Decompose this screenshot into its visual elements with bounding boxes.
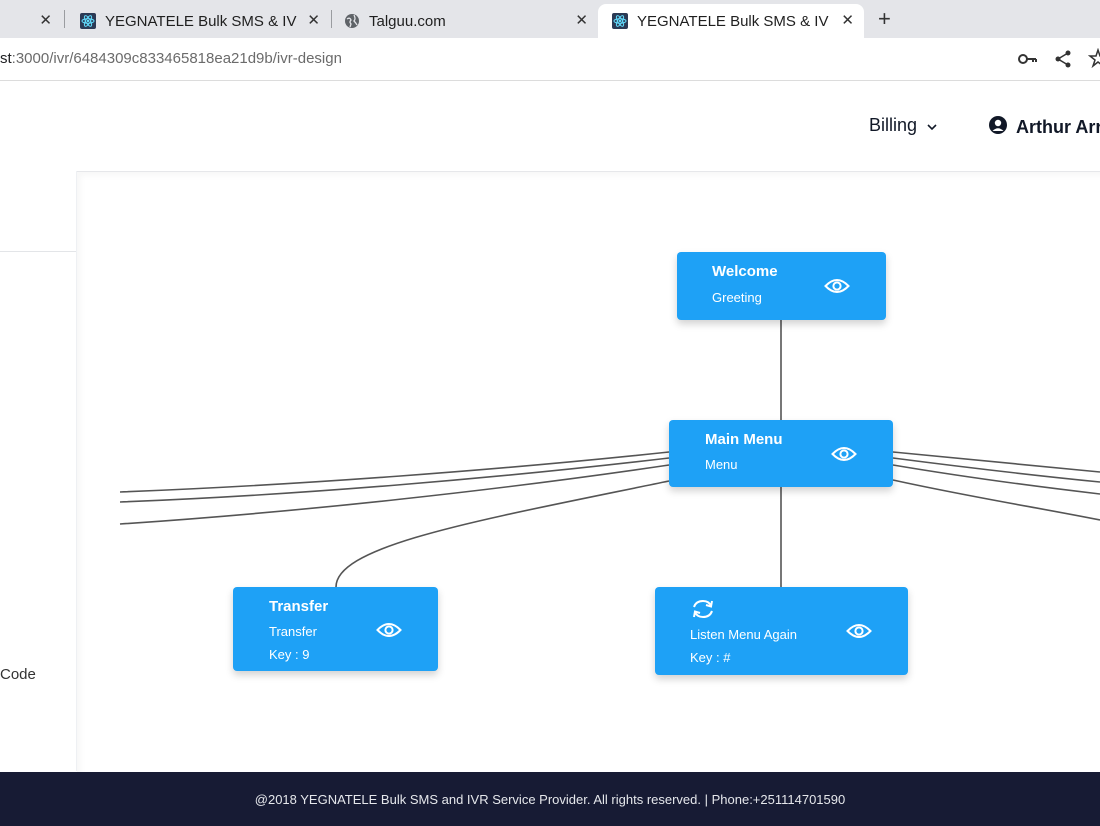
sidebar (0, 171, 77, 771)
sidebar-divider (0, 251, 76, 252)
connector-main-right-2 (892, 457, 1100, 483)
connector-main-left-3 (119, 464, 670, 525)
tab-separator (331, 10, 332, 28)
node-title: Main Menu (705, 431, 783, 448)
tab-separator (64, 10, 65, 28)
user-circle-icon (988, 115, 1008, 140)
key-icon[interactable] (1018, 50, 1038, 73)
connector-main-right-1 (892, 451, 1100, 473)
footer: @2018 YEGNATELE Bulk SMS and IVR Service… (0, 772, 1100, 826)
browser-tab-partial[interactable]: ✕ (0, 4, 62, 38)
tab-title: YEGNATELE Bulk SMS & IV (637, 12, 829, 30)
eye-icon[interactable] (846, 621, 872, 646)
node-title: Welcome (712, 263, 778, 280)
bookmark-star-icon[interactable] (1087, 47, 1100, 73)
eye-icon[interactable] (831, 444, 857, 469)
browser-tab-strip (0, 0, 1100, 38)
sidebar-item-code[interactable]: Code (0, 666, 36, 683)
ivr-node-listen-menu-again[interactable]: Listen Menu Again Key : # (655, 587, 908, 675)
node-key: Key : # (690, 650, 731, 665)
user-name: Arthur Arr (1016, 117, 1100, 137)
browser-tab[interactable]: YEGNATELE Bulk SMS & IV ✕ (68, 4, 330, 38)
close-icon[interactable]: ✕ (39, 12, 52, 29)
globe-icon (344, 13, 360, 29)
tab-title: YEGNATELE Bulk SMS & IV (105, 12, 297, 30)
connector-main-left-2 (119, 457, 670, 503)
user-menu[interactable]: Arthur Arr (988, 115, 1100, 140)
app-header (0, 81, 1100, 171)
browser-tab-active[interactable]: YEGNATELE Bulk SMS & IV ✕ (598, 4, 864, 38)
url-text[interactable]: st:3000/ivr/6484309c833465818ea21d9b/ivr… (0, 50, 342, 67)
connector-main-right-4 (892, 479, 1100, 521)
share-icon[interactable] (1054, 49, 1072, 74)
url-path: :3000/ivr/6484309c833465818ea21d9b/ivr-d… (11, 50, 342, 67)
refresh-icon (690, 598, 716, 625)
tab-title: Talguu.com (369, 12, 446, 30)
node-title: Transfer (269, 598, 329, 615)
node-subtitle: Greeting (712, 290, 762, 305)
billing-menu[interactable]: Billing (869, 115, 937, 136)
connector-main-right-3 (892, 464, 1100, 495)
close-icon[interactable]: ✕ (575, 12, 588, 29)
chevron-down-icon (927, 115, 937, 136)
url-host: st (0, 50, 12, 67)
close-icon[interactable]: ✕ (307, 12, 320, 29)
ivr-node-welcome[interactable]: Welcome Greeting (677, 252, 886, 320)
react-favicon-icon (612, 13, 628, 29)
node-subtitle: Transfer (269, 624, 317, 639)
address-bar[interactable] (0, 38, 1100, 81)
ivr-node-main-menu[interactable]: Main Menu Menu (669, 420, 893, 487)
footer-text: @2018 YEGNATELE Bulk SMS and IVR Service… (254, 791, 846, 807)
node-subtitle: Menu (705, 457, 738, 472)
node-subtitle: Listen Menu Again (690, 627, 797, 642)
node-key: Key : 9 (269, 647, 310, 662)
react-favicon-icon (80, 13, 96, 29)
close-icon[interactable]: ✕ (841, 12, 854, 29)
ivr-node-transfer[interactable]: Transfer Transfer Key : 9 (233, 587, 438, 671)
billing-label: Billing (869, 115, 918, 135)
browser-tab[interactable]: Talguu.com ✕ (334, 4, 598, 38)
ivr-design-canvas[interactable] (77, 171, 1100, 773)
new-tab-plus-icon[interactable]: + (878, 6, 891, 31)
eye-icon[interactable] (824, 276, 850, 301)
connector-main-left-1 (119, 451, 670, 493)
connector-main-transfer (335, 480, 670, 588)
eye-icon[interactable] (376, 620, 402, 645)
